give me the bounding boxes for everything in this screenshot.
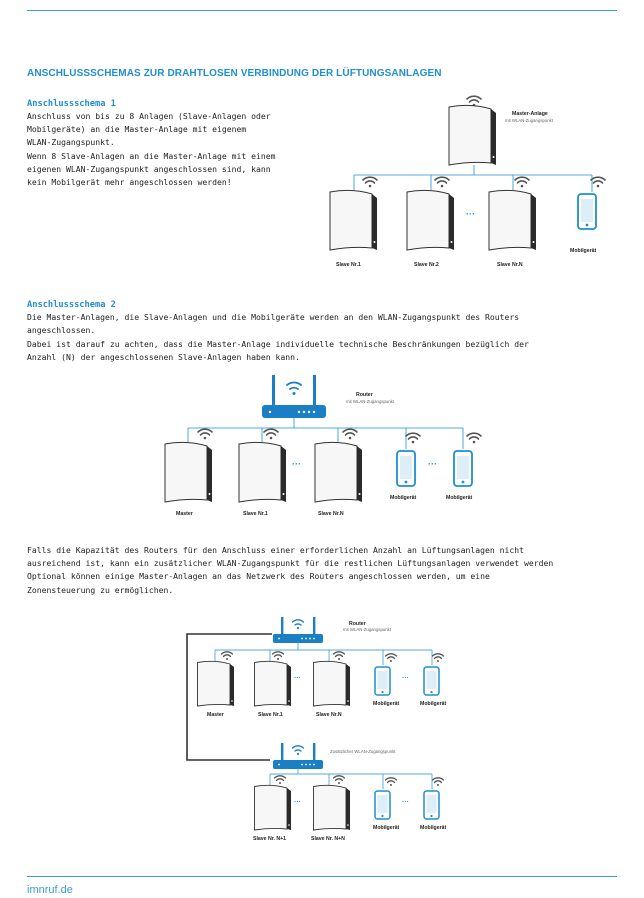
schema2-diagram: Router mit WLAN-Zugangspunkt ··· ··· Mas…	[164, 374, 482, 517]
wifi-icon	[332, 775, 346, 785]
svg-text:···: ···	[292, 459, 301, 469]
slaveN1-label: Slave Nr. N+1	[253, 836, 286, 842]
slave1-label: Slave Nr.1	[258, 712, 283, 718]
slaveN-label: Slave Nr.N	[316, 712, 342, 718]
wifi-icon	[431, 777, 445, 787]
schema2-line: Dabei ist darauf zu achten, dass die Mas…	[27, 339, 529, 349]
svg-text:···: ···	[294, 799, 301, 806]
ellipsis-icon: ···	[466, 209, 475, 219]
ellipsis-icon: ···	[292, 459, 301, 469]
schema1-line: Anschluss von bis zu 8 Anlagen (Slave-An…	[27, 111, 271, 121]
master-label: Master-Anlage	[512, 111, 548, 117]
wifi-icon	[384, 777, 398, 787]
master-network-link	[186, 633, 272, 761]
router-label: Router	[349, 621, 366, 627]
schema2-line: Die Master-Anlagen, die Slave-Anlagen un…	[27, 312, 520, 322]
smartphone-icon	[374, 666, 391, 696]
wifi-icon	[332, 651, 346, 661]
schema3-line: Optional können einige Master-Anlagen an…	[27, 571, 490, 581]
mobile-label: Mobilgerät	[373, 701, 399, 707]
router-label: Router	[356, 392, 373, 398]
svg-text:···: ···	[402, 799, 409, 806]
wifi-icon	[273, 775, 287, 785]
schema3-line: Zonensteuerung zu ermöglichen.	[27, 585, 174, 595]
schema3-diagram: Router mit WLAN-Zugangspunkt ··· ··· Mas…	[186, 616, 446, 842]
router-sublabel: mit WLAN-Zugangspunkt	[343, 627, 392, 632]
wifi-icon	[271, 651, 285, 661]
schema1-diagram: Master-Anlage mit WLAN-Zugangspunkt ··· …	[329, 95, 606, 268]
master-label: Master	[176, 511, 193, 517]
master-sublabel: mit WLAN-Zugangspunkt	[505, 118, 554, 123]
schema3-line: Falls die Kapazität des Routers für den …	[27, 545, 525, 555]
schema1-line: eigenen WLAN-Zugangspunkt angeschlossen …	[27, 164, 271, 174]
slave1-label: Slave Nr.1	[243, 511, 268, 517]
svg-text:···: ···	[466, 209, 475, 219]
slave-unit-icon	[254, 784, 292, 831]
schema2-line: angeschlossen.	[27, 325, 96, 335]
connection-lines	[353, 165, 593, 192]
wifi-icon	[431, 653, 445, 663]
smartphone-icon	[423, 666, 440, 696]
connection-lines	[269, 768, 433, 789]
mobile-label: Mobilgerät	[420, 825, 446, 831]
slave-unit-icon	[254, 660, 292, 707]
ellipsis-icon: ···	[402, 675, 409, 682]
ellipsis-icon: ···	[402, 799, 409, 806]
schema1-heading: Anschlussschema 1	[27, 99, 116, 109]
schema3-line: ausreichend ist, kann ein zusätzlicher W…	[27, 558, 554, 568]
svg-text:···: ···	[428, 459, 437, 469]
page-title: ANSCHLUSSSCHEMAS ZUR DRAHTLOSEN VERBINDU…	[27, 68, 442, 79]
mobile-label: Mobilgerät	[446, 495, 472, 501]
schema1-line: kein Mobilgerät mehr angeschlossen werde…	[27, 177, 232, 187]
slave-unit-icon	[313, 784, 351, 831]
svg-text:···: ···	[294, 675, 301, 682]
schema1-line: Wenn 8 Slave-Anlagen an die Master-Anlag…	[27, 151, 276, 161]
svg-text:···: ···	[402, 675, 409, 682]
ellipsis-icon: ···	[428, 459, 437, 469]
router-icon	[272, 616, 324, 644]
mobile-label: Mobilgerät	[570, 248, 596, 254]
access-point-label: Zusätzlicher WLAN-Zugangspunkt	[330, 749, 396, 754]
schema1-line: WLAN-Zugangspunkt.	[27, 137, 115, 147]
connection-lines	[214, 642, 433, 665]
slaveN-label: Slave Nr.N	[497, 262, 523, 268]
ellipsis-icon: ···	[294, 675, 301, 682]
router-sublabel: mit WLAN-Zugangspunkt	[346, 399, 395, 404]
footer-link[interactable]: imnruf.de	[27, 884, 73, 896]
schema2-line: Anzahl (N) der angeschlossenen Slave-Anl…	[27, 352, 300, 362]
ellipsis-icon: ···	[294, 799, 301, 806]
mobile-label: Mobilgerät	[373, 825, 399, 831]
master-unit-icon	[197, 660, 235, 707]
top-rule	[27, 10, 617, 11]
slave1-label: Slave Nr.1	[336, 262, 361, 268]
smartphone-icon	[374, 790, 391, 820]
schema2-heading: Anschlussschema 2	[27, 300, 116, 310]
wifi-icon	[384, 653, 398, 663]
mobile-label: Mobilgerät	[420, 701, 446, 707]
slaveN-label: Slave Nr.N	[318, 511, 344, 517]
slave-unit-icon	[313, 660, 351, 707]
master-label: Master	[207, 712, 224, 718]
bottom-rule	[27, 876, 617, 877]
slaveNN-label: Slave Nr. N+N	[311, 836, 345, 842]
mobile-label: Mobilgerät	[390, 495, 416, 501]
smartphone-icon	[423, 790, 440, 820]
wifi-icon	[220, 651, 234, 661]
slave2-label: Slave Nr.2	[414, 262, 439, 268]
access-point-icon	[272, 742, 324, 770]
connection-lines	[187, 418, 464, 449]
schema1-line: Mobilgeräte) an die Master-Anlage mit ei…	[27, 124, 247, 134]
